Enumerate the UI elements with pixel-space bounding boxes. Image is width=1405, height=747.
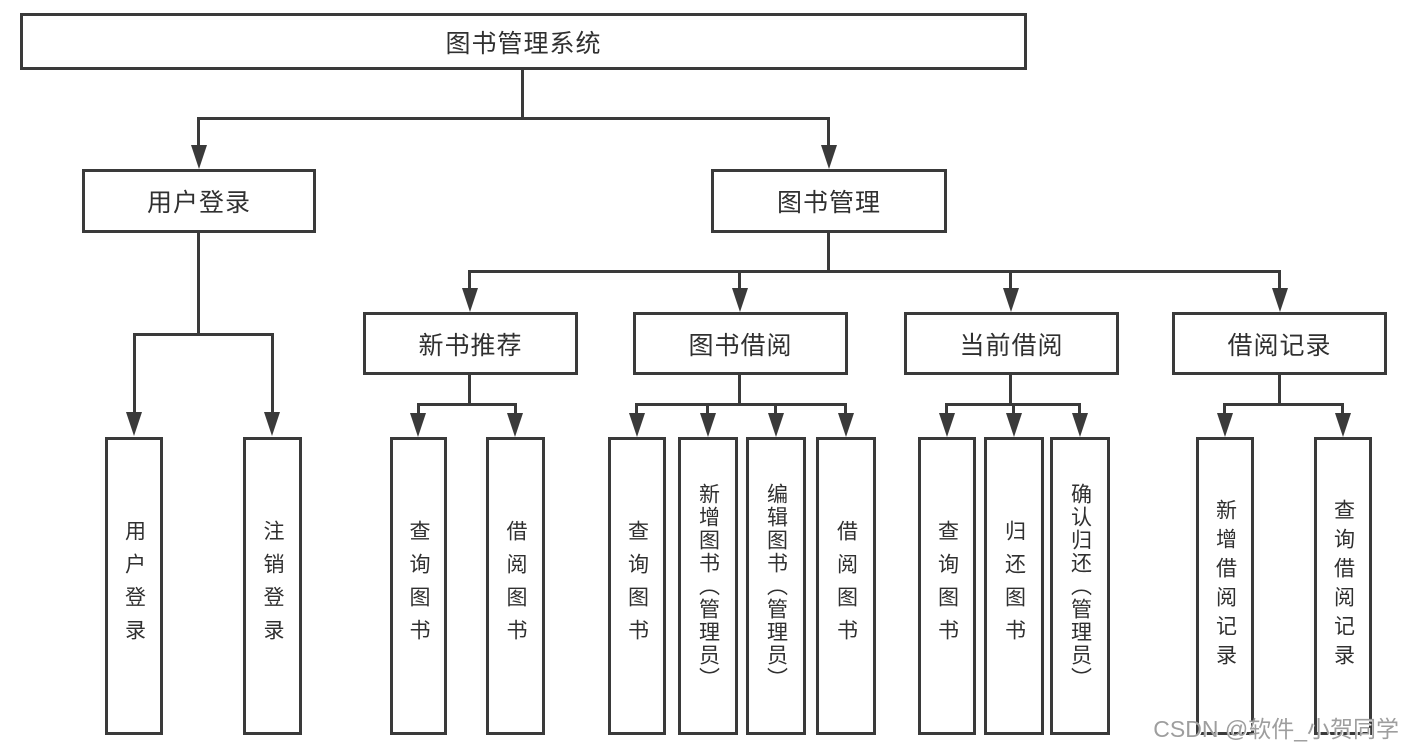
arrowhead-down-icon [410,413,426,437]
connector-root-stem [521,70,524,117]
leaf-return-books: 归还图书 [984,437,1044,735]
leaf-query-books-recommend: 查询图书 [390,437,447,735]
arrowhead-down-icon [1335,413,1351,437]
connector-leaf [1223,403,1226,415]
arrowhead-down-icon [768,413,784,437]
arrowhead-leaf-logout-icon [264,412,280,436]
connector-to-user-login [197,117,200,147]
leaf-query-books-borrow: 查询图书 [608,437,666,735]
arrowhead-book-borrow-icon [732,288,748,312]
connector-user-login-stem [197,233,200,335]
connector-leaf [774,403,777,415]
connector-new-book-recommend-stem [468,375,471,405]
connector-leaf [417,403,420,415]
connector-borrow-records-split [1223,403,1344,406]
connector-level1-split [197,117,830,120]
connector-leaf [945,403,948,415]
leaf-borrow-books-recommend: 借阅图书 [486,437,545,735]
connector-to-leaf-logout [271,333,274,414]
connector-user-login-split [133,333,274,336]
node-book-management: 图书管理 [711,169,947,233]
connector-to-leaf-user-login [133,333,136,414]
connector-to-book-management [827,117,830,147]
connector-leaf [1012,403,1015,415]
connector-level3-split [468,270,1281,273]
node-library-management-system: 图书管理系统 [20,13,1027,70]
arrowhead-book-management-icon [821,145,837,169]
arrowhead-current-borrow-icon [1003,288,1019,312]
connector-borrow-records-stem [1278,375,1281,405]
arrowhead-borrow-records-icon [1272,288,1288,312]
arrowhead-down-icon [700,413,716,437]
connector-book-management-stem [827,233,830,272]
arrowhead-down-icon [1072,413,1088,437]
node-borrow-records: 借阅记录 [1172,312,1387,375]
connector-to-new-book-recommend [468,270,471,290]
arrowhead-down-icon [629,413,645,437]
connector-current-borrow-stem [1009,375,1012,405]
arrowhead-down-icon [838,413,854,437]
node-current-borrow: 当前借阅 [904,312,1119,375]
arrowhead-down-icon [939,413,955,437]
connector-to-book-borrow [738,270,741,290]
leaf-query-books-current: 查询图书 [918,437,976,735]
connector-leaf [844,403,847,415]
arrowhead-down-icon [507,413,523,437]
connector-leaf [514,403,517,415]
arrowhead-new-book-recommend-icon [462,288,478,312]
node-user-login: 用户登录 [82,169,316,233]
node-book-borrow: 图书借阅 [633,312,848,375]
leaf-add-borrow-record: 新增借阅记录 [1196,437,1254,735]
arrowhead-down-icon [1006,413,1022,437]
connector-to-current-borrow [1009,270,1012,290]
arrowhead-down-icon [1217,413,1233,437]
leaf-add-books-admin: 新增图书（管理员） [678,437,738,735]
connector-leaf [1078,403,1081,415]
leaf-confirm-return-admin: 确认归还（管理员） [1050,437,1110,735]
connector-new-book-recommend-split [417,403,517,406]
connector-to-borrow-records [1278,270,1281,290]
connector-leaf [1341,403,1344,415]
leaf-user-login: 用户登录 [105,437,163,735]
connector-book-borrow-stem [738,375,741,405]
leaf-borrow-books: 借阅图书 [816,437,876,735]
connector-book-borrow-split [635,403,847,406]
connector-leaf [706,403,709,415]
leaf-logout-login: 注销登录 [243,437,302,735]
arrowhead-leaf-user-login-icon [126,412,142,436]
arrowhead-user-login-icon [191,145,207,169]
node-new-book-recommend: 新书推荐 [363,312,578,375]
leaf-edit-books-admin: 编辑图书（管理员） [746,437,806,735]
connector-leaf [635,403,638,415]
watermark: CSDN @软件_小贺同学 [1153,716,1399,742]
leaf-query-borrow-record: 查询借阅记录 [1314,437,1372,735]
